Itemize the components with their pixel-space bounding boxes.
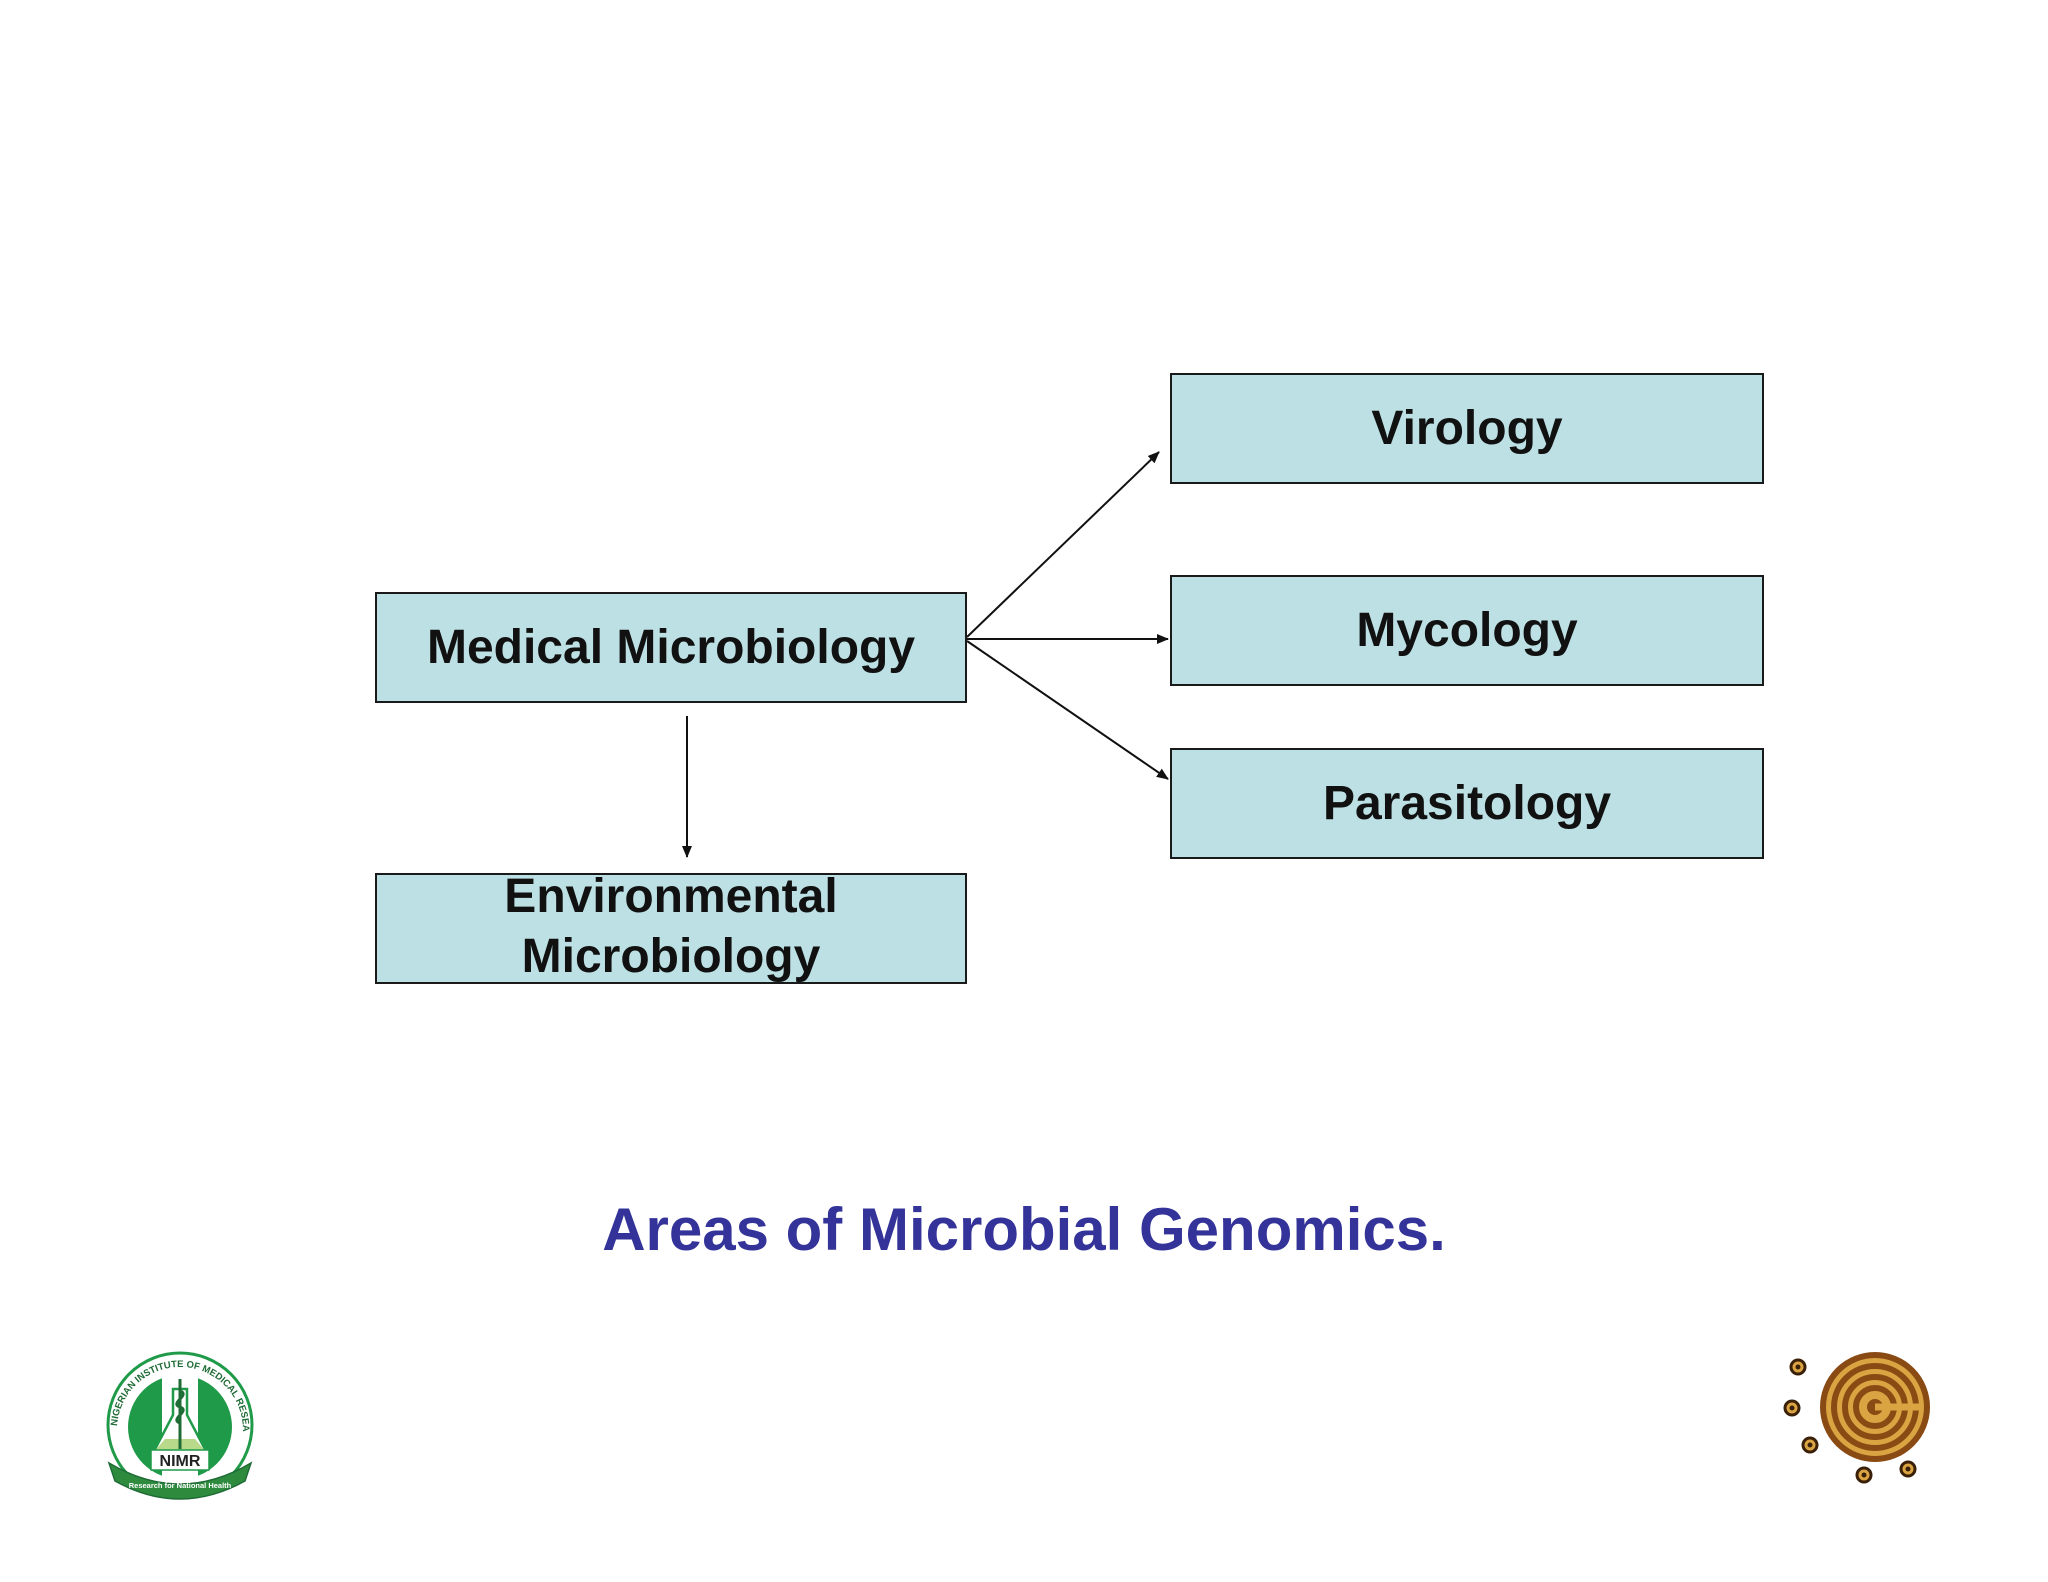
nimr-ribbon-text: Research for National Health	[129, 1481, 232, 1490]
spiral-dots-icon	[1783, 1352, 1930, 1484]
node-environmental-microbiology: Environmental Microbiology	[375, 870, 967, 984]
node-medical-microbiology: Medical Microbiology	[375, 592, 967, 703]
node-parasitology: Parasitology	[1170, 748, 1764, 859]
node-virology: Virology	[1170, 373, 1764, 484]
arrow-medical-to-virology	[966, 451, 1160, 638]
arrow-medical-to-parasitology	[966, 640, 1169, 780]
nimr-logo-text: NIMR	[160, 1453, 201, 1470]
caption-title: Areas of Microbial Genomics.	[602, 1196, 1446, 1263]
nimr-logo-icon: NIGERIAN INSTITUTE OF MEDICAL RESEARCH N…	[95, 1345, 254, 1500]
node-mycology: Mycology	[1170, 575, 1764, 686]
